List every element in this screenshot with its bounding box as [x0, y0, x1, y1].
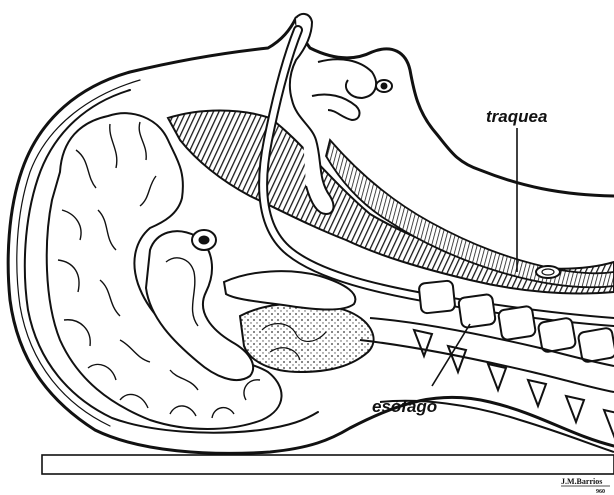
artist-signature: J.M.Barrios 960 [561, 477, 610, 495]
spinous-process [448, 346, 466, 372]
vertebral-body [538, 317, 577, 352]
brainstem [240, 303, 374, 372]
spinous-process [604, 410, 614, 436]
trachea-label: traquea [486, 107, 547, 126]
vertebral-body [419, 280, 456, 313]
table-surface [42, 455, 614, 474]
spinous-process [488, 364, 506, 390]
spinous-process [566, 396, 584, 422]
esophagus-label: esófago [372, 397, 437, 416]
spinous-process [414, 330, 432, 356]
vertebral-body [458, 294, 496, 328]
signature-year: 960 [596, 489, 605, 495]
vertebral-body [578, 327, 614, 362]
signature-name: J.M.Barrios [561, 477, 602, 486]
spinous-process [528, 380, 546, 406]
vertebral-body [498, 306, 536, 341]
